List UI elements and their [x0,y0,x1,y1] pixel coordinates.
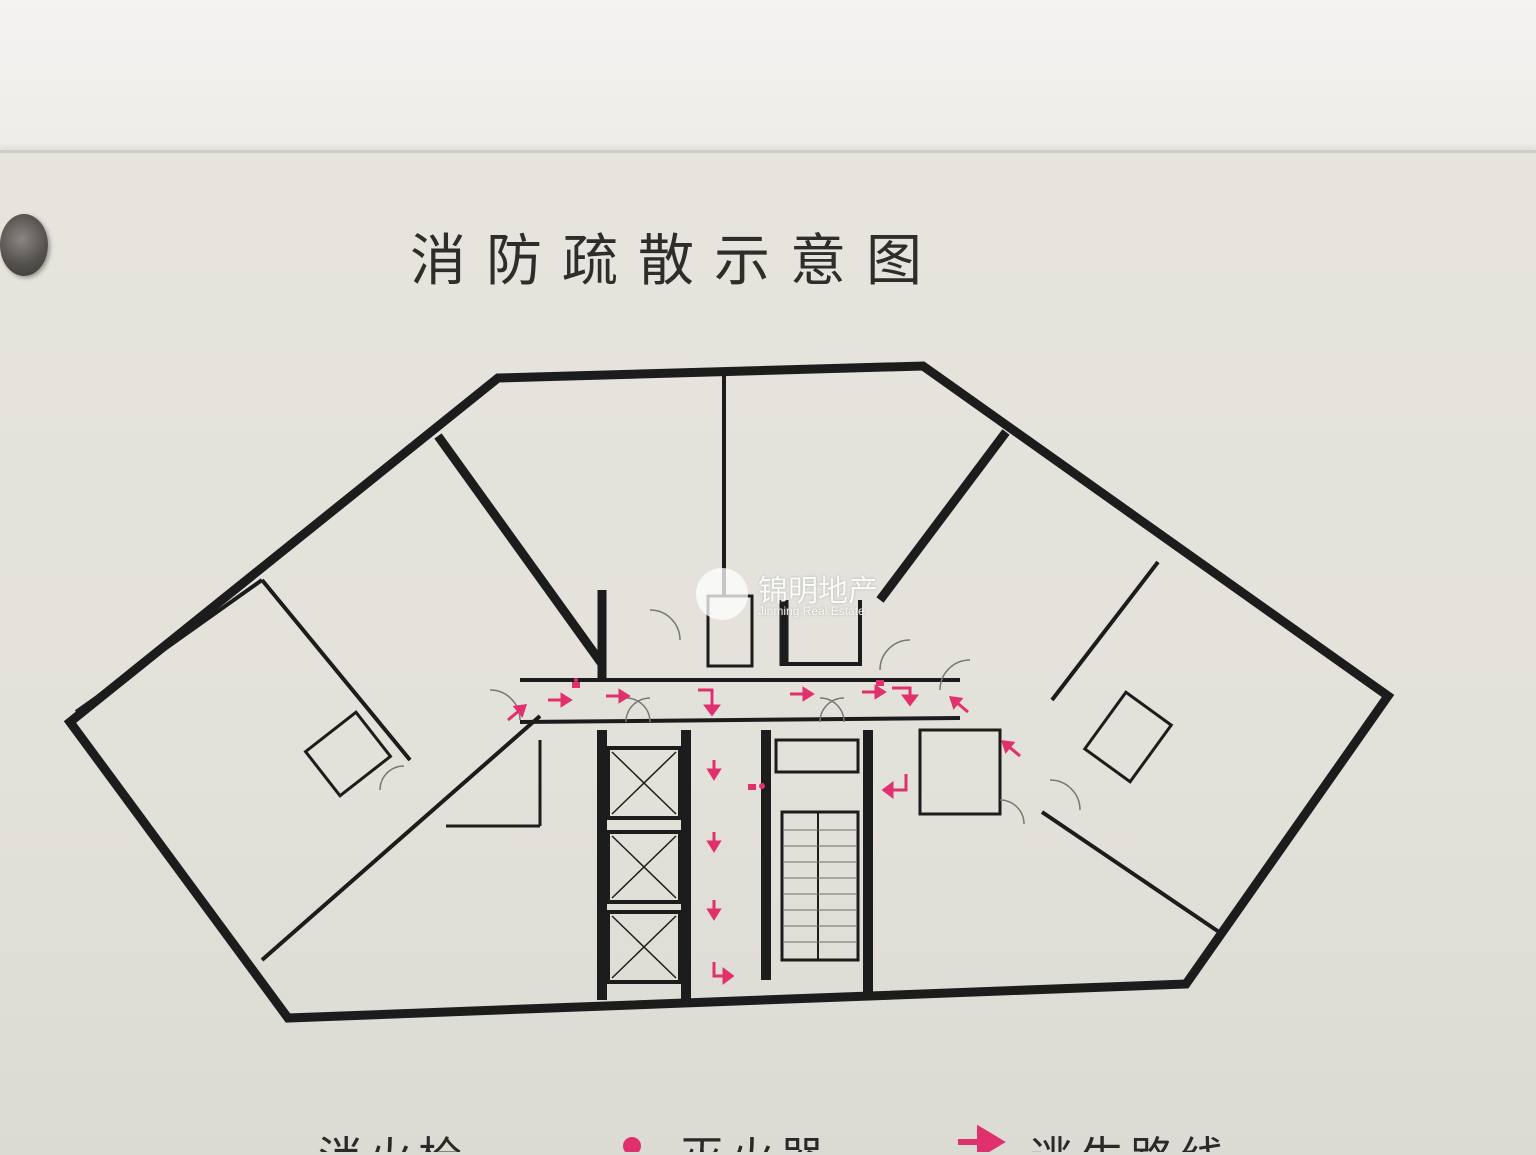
sign-title: 消防疏散示意图 [410,229,942,294]
escape-arrow-icon [862,684,887,700]
wall-background [0,0,1536,160]
watermark-logo-icon [696,568,748,620]
escape-route-arrows [507,684,1021,985]
outer-walls [63,361,1395,1023]
escape-arrow-icon [892,686,919,707]
sign-board [0,150,1536,1155]
escape-arrow-icon [706,760,722,781]
extinguisher-dot-icon [759,783,765,789]
escape-arrow-icon [790,686,815,702]
mounting-screw [0,214,48,276]
extinguisher-dot-icon [876,680,884,686]
legend-icons [623,1124,1006,1152]
watermark: 锦明地产 Jinming Real Estate [696,560,916,630]
legend-escape-route-label: 逃生路线 [1030,1122,1230,1152]
extinguisher-dot-icon [572,682,580,688]
watermark-name-en: Jinming Real Estate [758,604,865,618]
escape-arrow-icon [881,774,908,799]
extinguisher-markers [572,678,884,790]
escape-arrow-icon [958,1124,1006,1152]
escape-arrow-icon [1000,740,1021,758]
interior-walls [74,372,1224,1000]
escape-arrow-icon [706,832,722,853]
legend-extinguisher-label: 灭火器 [680,1122,830,1152]
watermark-name-cn: 锦明地产 [758,574,878,609]
legend-hydrant-label: 消火栓 [318,1122,468,1152]
extinguisher-dot-icon [748,784,756,790]
escape-arrow-icon [507,704,528,722]
stair-treads [784,829,856,943]
extinguisher-dot-icon [623,1137,641,1152]
escape-arrow-icon [948,696,969,714]
legend: 消火栓 灭火器 逃生路线 [0,1100,1536,1152]
escape-arrow-icon [712,962,735,985]
door-swings [379,609,1081,825]
escape-arrow-icon [606,688,631,704]
escape-arrow-icon [706,900,722,921]
escape-arrow-icon [698,688,721,717]
extinguisher-dot-icon [574,678,578,682]
escape-arrow-icon [548,692,573,708]
